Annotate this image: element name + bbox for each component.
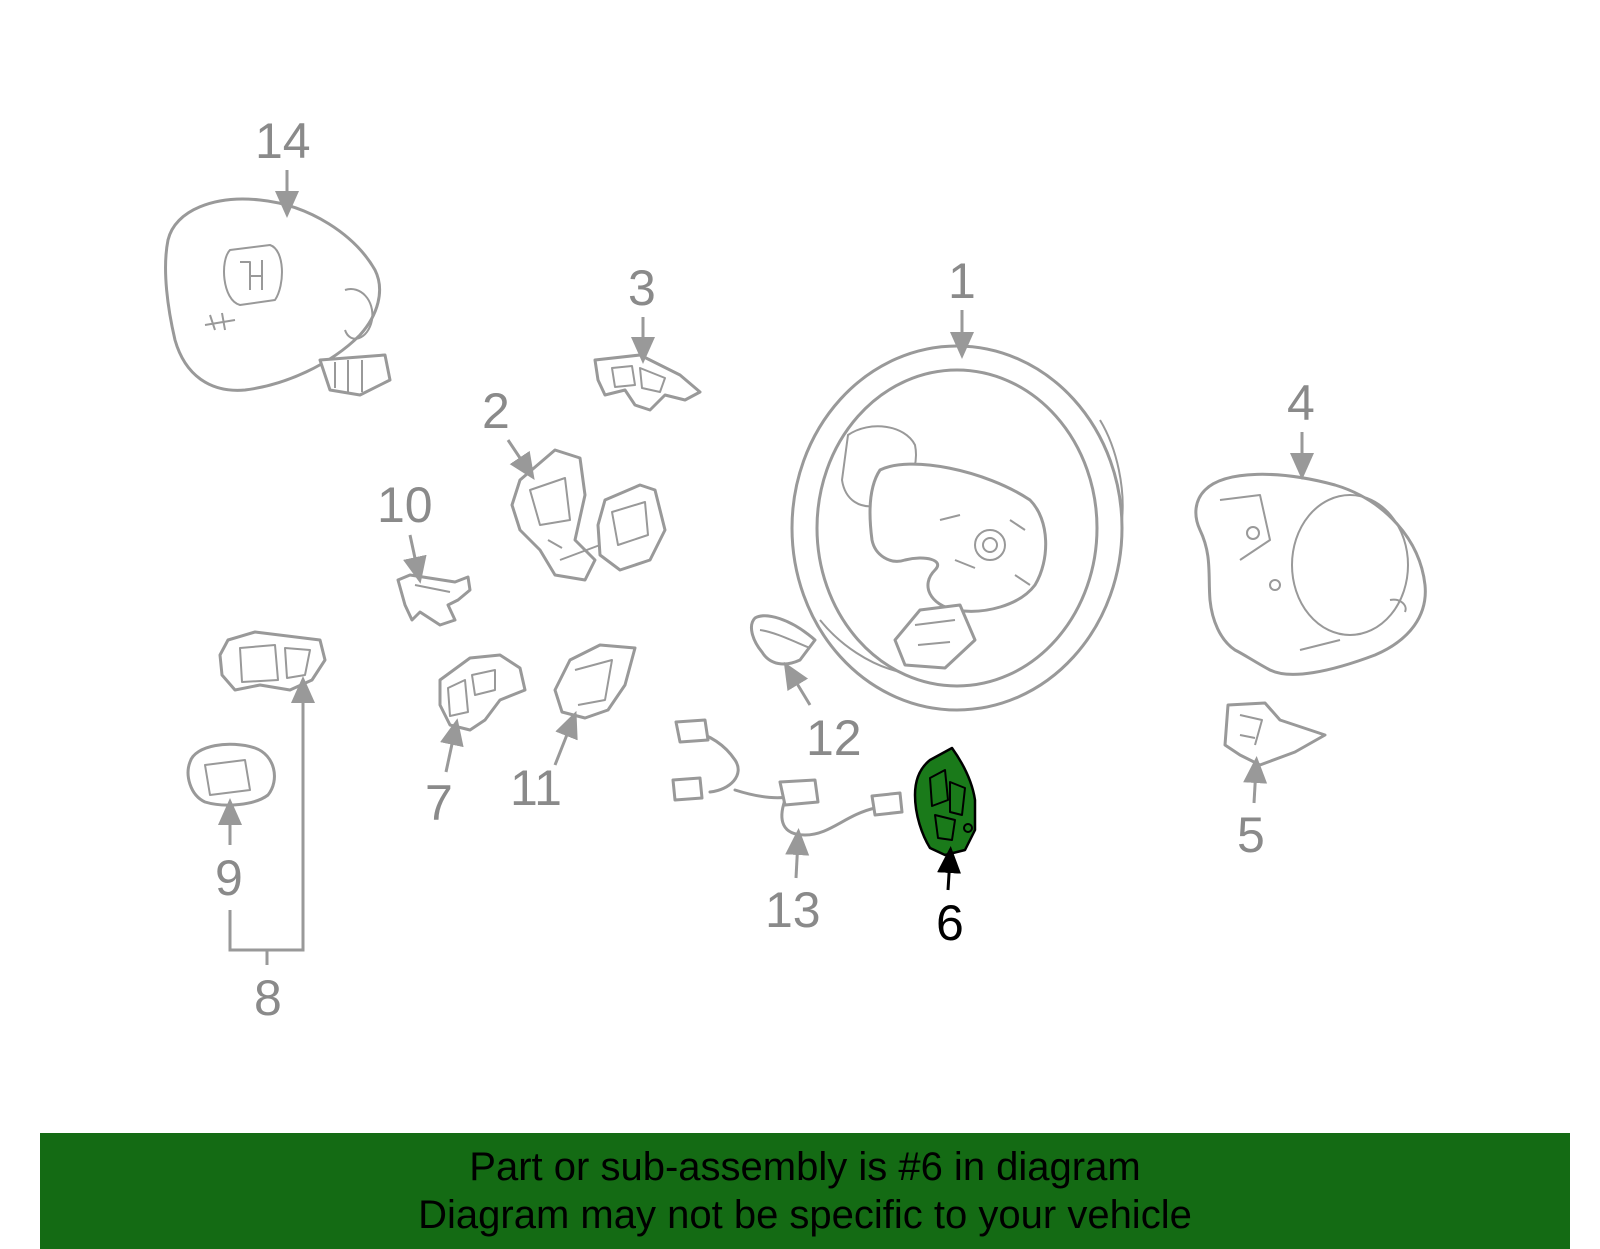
info-banner: Part or sub-assembly is #6 in diagram Di… <box>40 1133 1570 1249</box>
callout-7: 7 <box>425 775 453 831</box>
banner-line-1: Part or sub-assembly is #6 in diagram <box>469 1145 1141 1189</box>
part-4-rear-cover[interactable] <box>1194 472 1427 676</box>
leader-10 <box>403 534 427 584</box>
leader-8 <box>228 676 315 952</box>
part-8-switch-upper[interactable] <box>218 630 327 692</box>
callout-2: 2 <box>482 383 510 439</box>
part-5-lower-cover[interactable] <box>1223 701 1327 767</box>
part-10-bracket[interactable] <box>396 573 472 627</box>
part-11-cover[interactable] <box>553 643 637 720</box>
banner-line-2: Diagram may not be specific to your vehi… <box>418 1193 1192 1237</box>
callout-8: 8 <box>254 970 282 1026</box>
part-6-switch-highlighted[interactable] <box>913 746 977 857</box>
callout-10: 10 <box>377 477 433 533</box>
part-2-bracket[interactable] <box>510 448 667 582</box>
callout-14: 14 <box>255 113 311 169</box>
callout-12: 12 <box>806 710 862 766</box>
leader-11 <box>553 710 578 766</box>
part-9-switch-lower[interactable] <box>186 742 276 807</box>
leader-6 <box>937 846 962 891</box>
leader-13 <box>785 828 810 879</box>
callout-11: 11 <box>510 760 562 816</box>
part-7-switch[interactable] <box>438 653 527 732</box>
callout-13: 13 <box>765 882 821 938</box>
callout-5: 5 <box>1237 807 1265 863</box>
leader-7 <box>440 718 464 773</box>
callout-4: 4 <box>1287 375 1315 431</box>
leader-5 <box>1243 756 1268 804</box>
part-1-steering-wheel[interactable] <box>790 344 1124 712</box>
leader-12 <box>783 661 812 706</box>
leader-2 <box>506 439 535 480</box>
callout-3: 3 <box>628 260 656 316</box>
parts-diagram: 14 3 2 10 1 <box>164 113 1427 1026</box>
part-3-cover[interactable] <box>593 353 702 412</box>
part-12-trim[interactable] <box>750 614 817 666</box>
callout-6: 6 <box>936 895 964 951</box>
part-14-airbag[interactable] <box>164 197 392 397</box>
callout-9: 9 <box>215 850 243 906</box>
callout-1: 1 <box>948 253 976 309</box>
part-13-harness[interactable] <box>671 718 904 837</box>
